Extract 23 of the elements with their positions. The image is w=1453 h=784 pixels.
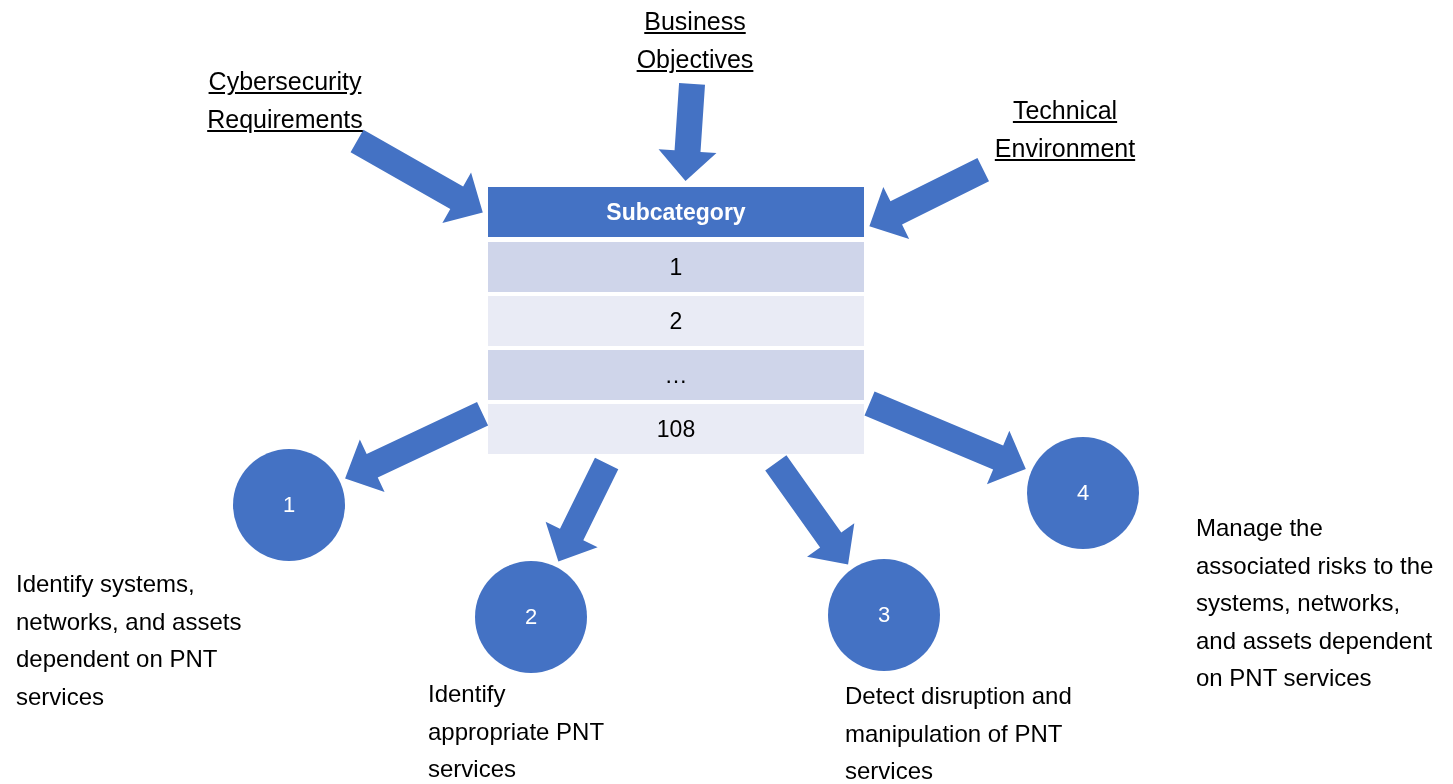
input-label: Business Objectives xyxy=(610,2,780,78)
table-row: … xyxy=(488,350,864,400)
table-row: 108 xyxy=(488,404,864,454)
block-arrow xyxy=(350,129,483,223)
block-arrow xyxy=(545,457,619,562)
block-arrow xyxy=(345,401,489,492)
input-label: Technical Environment xyxy=(970,91,1160,167)
block-arrow xyxy=(765,455,855,565)
step-description: Identify appropriate PNT services xyxy=(428,679,605,784)
step-circle: 1 xyxy=(233,449,345,561)
step-circle: 4 xyxy=(1027,437,1139,549)
step-description: Detect disruption and manipulation of PNT services xyxy=(845,681,1073,784)
step-circle: 2 xyxy=(475,561,587,673)
block-arrow xyxy=(658,83,717,181)
input-label: Cybersecurity Requirements xyxy=(185,62,385,138)
table-header: Subcategory xyxy=(488,187,864,237)
table-row: 2 xyxy=(488,296,864,346)
step-circle: 3 xyxy=(828,559,940,671)
step-description: Manage the associated risks to the systems, networks, and assets dependent on PNT services xyxy=(1196,513,1435,693)
step-description: Identify systems, networks, and assets dependent on PNT services xyxy=(16,569,243,712)
block-arrow xyxy=(864,391,1026,485)
table-row: 1 xyxy=(488,242,864,292)
block-arrow xyxy=(869,158,990,239)
